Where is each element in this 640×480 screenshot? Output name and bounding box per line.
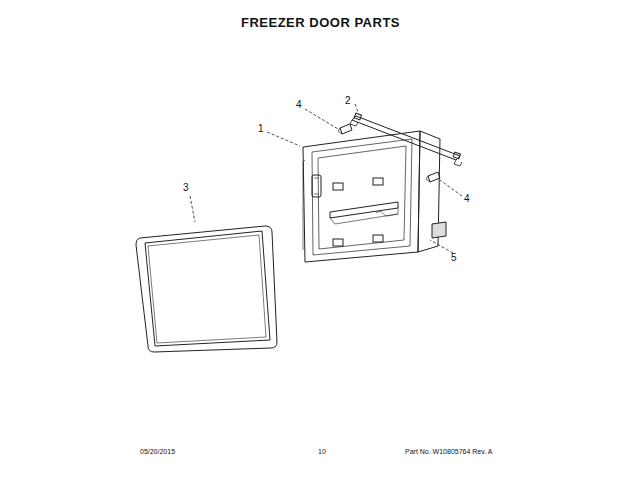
door-rod [350, 113, 462, 166]
door-gasket [136, 226, 277, 352]
leader-lines [190, 104, 462, 253]
label-plate [432, 222, 446, 238]
callout-number: 4 [464, 194, 470, 204]
callout-number: 5 [451, 253, 457, 263]
rod-cap [338, 124, 440, 182]
callout-number: 4 [296, 100, 302, 110]
part-number: Part No. W10805764 Rev. A [405, 448, 492, 455]
page-title: FREEZER DOOR PARTS [241, 16, 400, 29]
callout-number: 3 [183, 183, 189, 193]
callout-number: 2 [345, 96, 351, 106]
callout-number: 1 [258, 124, 264, 134]
footer-date: 05/20/2015 [140, 448, 175, 455]
freezer-door [303, 131, 440, 262]
page-number: 10 [318, 448, 326, 455]
